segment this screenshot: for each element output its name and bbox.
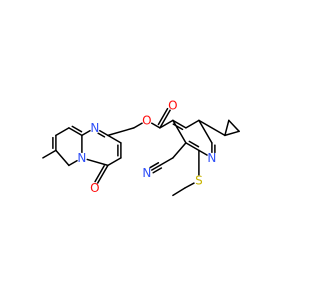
- ester-oxygen-atom-background: [141, 115, 152, 126]
- bond-c15-o_ester_double-b: [157, 107, 169, 126]
- bond-c27-c28: [228, 119, 240, 133]
- bond-c19-c21: [198, 119, 213, 144]
- bond-c30-n_nitrile-c: [152, 167, 163, 174]
- nitrile-nitrogen-atom-background: [141, 167, 152, 178]
- bond-c10-n_bridgehead: [86, 158, 109, 167]
- thioether-sulfur-atom-label: S: [195, 173, 203, 187]
- bond-c4-c5-a: [68, 127, 83, 137]
- bond-c10-o_ketone-a: [96, 164, 109, 184]
- bond-c25-c29: [172, 142, 187, 159]
- bond-c26-c27: [224, 130, 240, 137]
- bond-c7-c8: [107, 134, 122, 144]
- bond-c29-c30: [159, 157, 174, 167]
- bond-n_bridgehead-c13: [68, 159, 78, 167]
- ketone-oxygen-atom: O: [89, 181, 100, 195]
- bond-c15-c17: [159, 119, 174, 129]
- pyrimidine-nitrogen-atom-label: N: [90, 121, 99, 135]
- ketone-oxygen-atom-background: [89, 182, 100, 193]
- bond-o_ester_single-c15: [150, 122, 161, 129]
- pyridine-nitrogen-atom-label: N: [207, 151, 216, 165]
- bond-c19-c26: [198, 119, 226, 137]
- ester-oxygen-atom-label: O: [142, 113, 151, 127]
- pyrimidine-nitrogen-atom: N: [89, 121, 100, 135]
- bridgehead-nitrogen-atom: N: [76, 151, 87, 165]
- nitrile-nitrogen-atom-label: N: [142, 166, 151, 180]
- ester-oxygen-atom: O: [141, 113, 152, 127]
- carbonyl-oxygen-atom-label: O: [168, 98, 177, 112]
- bridgehead-nitrogen-atom-background: [76, 152, 87, 163]
- bond-c3-c4: [55, 127, 70, 137]
- bond-c22-c25-a: [185, 142, 200, 152]
- bond-c18-c19: [185, 119, 200, 129]
- bond-c9-c10: [107, 157, 122, 167]
- nitrile-nitrogen-atom: N: [141, 166, 152, 180]
- carbonyl-oxygen-atom: O: [167, 98, 178, 112]
- bond-c30-n_nitrile-a: [150, 164, 161, 171]
- bond-layer: [42, 107, 240, 197]
- bond-c25-c17: [172, 119, 187, 144]
- bond-s_thioether-c34: [184, 182, 195, 189]
- bond-c4-c5-b: [71, 125, 83, 133]
- carbonyl-oxygen-atom-background: [167, 100, 178, 111]
- pyrimidine-nitrogen-atom-background: [89, 122, 100, 133]
- bond-c15-o_ester_double-a: [159, 109, 171, 129]
- bridgehead-nitrogen-atom-label: N: [77, 151, 86, 165]
- ketone-oxygen-atom-label: O: [90, 181, 99, 195]
- pyridine-nitrogen-atom: N: [206, 151, 217, 165]
- bond-c7-ch2: [107, 127, 135, 137]
- bond-n_pyrimidine-c7-b: [97, 132, 106, 138]
- bond-c5-n_pyrimidine: [81, 129, 91, 137]
- bond-c13-c2: [55, 149, 70, 167]
- bond-n_pyrimidine-c7-a: [98, 129, 109, 137]
- pyridine-nitrogen-atom-background: [206, 152, 217, 163]
- bond-c30-n_nitrile-b: [149, 162, 160, 169]
- bond-c1-c2: [42, 149, 57, 159]
- bond-c34-c35: [172, 187, 186, 197]
- bond-c17-c18-a: [172, 119, 187, 129]
- bond-c10-o_ketone-b: [94, 165, 105, 183]
- thioether-sulfur-atom: S: [193, 173, 204, 187]
- bond-c22-c25-b: [188, 140, 200, 148]
- bond-n_pyridine-c22: [198, 149, 208, 156]
- bond-ch2-o_ester_single: [133, 122, 143, 129]
- thioether-sulfur-atom-background: [193, 175, 204, 186]
- bond-c28-c26: [224, 119, 230, 137]
